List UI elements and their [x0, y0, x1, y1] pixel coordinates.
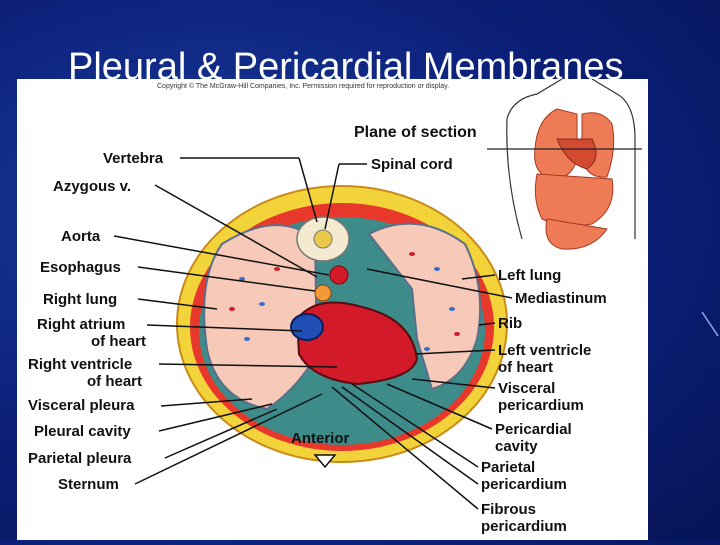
label-azygous: Azygous v. [53, 178, 131, 195]
label-fibrous-pericardium: Fibrous [481, 501, 536, 518]
leader-lines [113, 157, 513, 510]
label-vertebra: Vertebra [103, 150, 164, 167]
plane-label: Plane of section [354, 124, 477, 141]
label-right-atrium-2: of heart [91, 333, 146, 350]
label-pericardial-cavity-2: cavity [495, 438, 538, 455]
label-visceral-pleura: Visceral pleura [28, 397, 135, 414]
label-left-ventricle-2: of heart [498, 359, 553, 376]
label-right-ventricle: Right ventricle [28, 356, 132, 373]
label-parietal-pericardium: Parietal [481, 459, 535, 476]
torso-illustration [487, 78, 642, 250]
label-right-ventricle-2: of heart [87, 373, 142, 390]
left-label-group: Vertebra Azygous v. Aorta Esophagus Righ… [28, 150, 164, 493]
label-left-lung: Left lung [498, 267, 561, 284]
down-arrow-icon [313, 454, 337, 469]
label-mediastinum: Mediastinum [515, 290, 607, 307]
label-parietal-pleura: Parietal pleura [28, 450, 132, 467]
label-sternum: Sternum [58, 476, 119, 493]
label-left-ventricle: Left ventricle [498, 342, 591, 359]
label-right-atrium: Right atrium [37, 316, 125, 333]
label-pleural-cavity: Pleural cavity [34, 423, 131, 440]
label-fibrous-pericardium-2: pericardium [481, 518, 567, 535]
cross-section-diagram: Copyright © The McGraw-Hill Companies, I… [28, 78, 642, 535]
label-visceral-pericardium: Visceral [498, 380, 555, 397]
label-parietal-pericardium-2: pericardium [481, 476, 567, 493]
label-spinal-cord: Spinal cord [371, 156, 453, 173]
copyright-text: Copyright © The McGraw-Hill Companies, I… [157, 82, 449, 90]
label-esophagus: Esophagus [40, 259, 121, 276]
label-visceral-pericardium-2: pericardium [498, 397, 584, 414]
label-aorta: Aorta [61, 228, 101, 245]
decorative-line [701, 311, 719, 337]
thorax-cross-section [176, 185, 508, 463]
label-right-lung: Right lung [43, 291, 117, 308]
label-rib: Rib [498, 315, 522, 332]
right-label-group: Spinal cord Left lung Mediastinum Rib Le… [371, 156, 607, 535]
anatomy-figure: Copyright © The McGraw-Hill Companies, I… [17, 78, 648, 540]
label-pericardial-cavity: Pericardial [495, 421, 572, 438]
anterior-label: Anterior [291, 430, 350, 447]
